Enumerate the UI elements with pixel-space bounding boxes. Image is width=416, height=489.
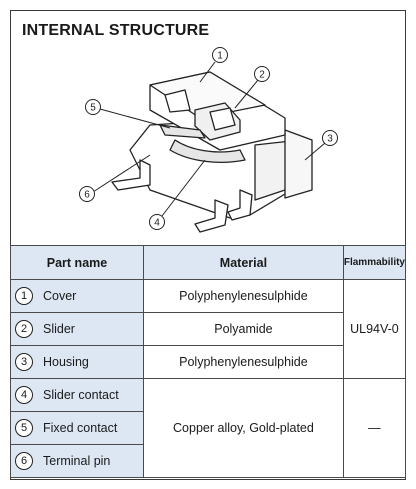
- callout-6: [79, 186, 95, 202]
- material: Polyphenylenesulphide: [143, 345, 344, 379]
- callout-2-label: 2: [259, 70, 265, 81]
- material: Copper alloy, Gold-plated: [143, 378, 344, 478]
- row-number: 4: [15, 386, 33, 404]
- section-title: INTERNAL STRUCTURE: [22, 22, 210, 39]
- flammability-value: UL94V-0: [342, 279, 407, 379]
- header-material: Material: [143, 245, 344, 280]
- callout-2: [254, 66, 270, 82]
- part-name: Terminal pin: [37, 444, 144, 478]
- table-row: 6 Terminal pin: [10, 444, 406, 478]
- header-part-name: Part name: [10, 245, 144, 280]
- part-name: Cover: [37, 279, 144, 313]
- callout-4-label: 4: [154, 218, 160, 229]
- table-row: 1 Cover Polyphenylenesulphide UL94V-0: [10, 279, 407, 379]
- part-name: Fixed contact: [37, 411, 144, 445]
- part-name: Slider contact: [37, 378, 144, 412]
- material: Polyamide: [143, 312, 344, 346]
- callout-5-label: 5: [90, 103, 96, 114]
- table-row: 5 Fixed contact: [10, 411, 406, 445]
- terminal-pin-right2: [227, 189, 253, 221]
- table-row: 4 Slider contact Copper alloy, Gold-plat…: [10, 378, 407, 478]
- callout-6-label: 6: [84, 190, 90, 201]
- terminal-pin-left: [111, 159, 151, 191]
- terminal-pin-right: [194, 199, 229, 233]
- slider-contact-shape: [169, 139, 246, 163]
- part-name: Housing: [37, 345, 144, 379]
- callout-3-label: 3: [327, 134, 333, 145]
- fixed-contact-shape: [159, 124, 206, 139]
- internal-structure-diagram: 1 2 3 4 5 6: [79, 47, 338, 233]
- callout-1-label: 1: [217, 51, 223, 62]
- table-header-row: Part name Material Flammability: [10, 245, 407, 280]
- housing-right-block: [284, 129, 313, 199]
- table-row: 2 Slider Polyamide: [10, 312, 406, 346]
- callout-3: [322, 130, 338, 146]
- cover-step: [164, 89, 191, 113]
- row-number: 6: [15, 452, 33, 470]
- row-number: 3: [15, 353, 33, 371]
- row-number: 5: [15, 419, 33, 437]
- parts-table: Part name Material Flammability 1 Cover …: [10, 245, 407, 478]
- table-row: 3 Housing Polyphenylenesulphide: [10, 345, 406, 379]
- part-name: Slider: [37, 312, 144, 346]
- flammability-value: —: [342, 378, 407, 478]
- material: Polyphenylenesulphide: [143, 279, 344, 313]
- header-flammability: Flammability: [342, 245, 407, 280]
- row-number: 1: [15, 287, 33, 305]
- callout-1: [212, 47, 228, 63]
- row-number: 2: [15, 320, 33, 338]
- callout-5: [85, 99, 101, 115]
- slider-ridge: [209, 107, 236, 131]
- callout-4: [149, 214, 165, 230]
